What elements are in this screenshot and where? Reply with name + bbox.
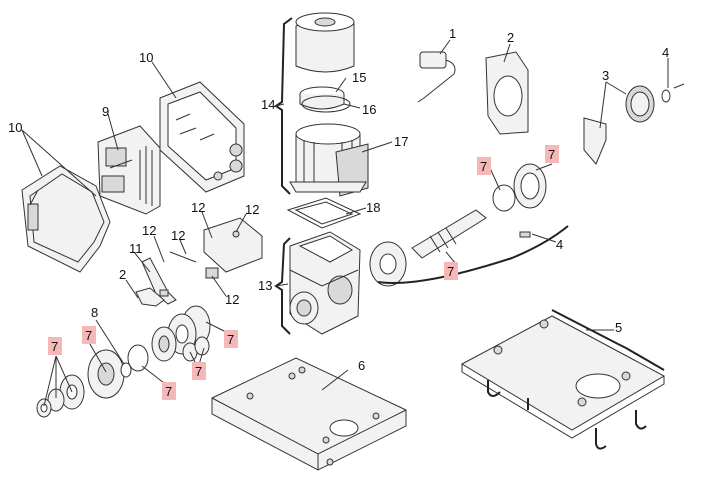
- label-7-ring: 7: [227, 332, 234, 347]
- label-11: 11: [129, 241, 143, 256]
- washer-set-7: [36, 374, 85, 418]
- highlight-7h: [444, 262, 458, 280]
- label-12-plate: 12: [191, 200, 205, 215]
- label-1: 1: [449, 26, 456, 41]
- highlight-7d: [192, 362, 206, 380]
- label-12-clip: 12: [225, 292, 239, 307]
- pin: [169, 251, 197, 263]
- label-7-bearings: 7: [195, 364, 202, 379]
- label-10-top: 10: [139, 50, 153, 65]
- label-9: 9: [102, 104, 109, 119]
- flange-8: [87, 349, 132, 399]
- highlight-7e: [224, 330, 238, 348]
- label-12-lever: 12: [142, 223, 156, 238]
- foundation-plate-5: [460, 315, 666, 450]
- circuit-board: [97, 125, 161, 215]
- label-6: 6: [358, 358, 365, 373]
- label-2-right: 2: [507, 30, 514, 45]
- label-7-flange: 7: [85, 328, 92, 343]
- label-5: 5: [615, 320, 622, 335]
- label-7-washers: 7: [51, 339, 58, 354]
- label-7-seal-right: 7: [480, 159, 487, 174]
- label-18: 18: [366, 200, 380, 215]
- motor-cover-14: [295, 12, 355, 73]
- key-4: [519, 231, 531, 238]
- washer-4-top: [661, 83, 685, 103]
- label-12-screw: 12: [245, 202, 259, 217]
- bracket-plate: [203, 217, 263, 279]
- label-12-pin: 12: [171, 228, 185, 243]
- label-8: 8: [91, 305, 98, 320]
- label-4-top: 4: [662, 45, 669, 60]
- highlight-7f: [477, 157, 491, 175]
- label-16: 16: [362, 102, 376, 117]
- label-15: 15: [352, 70, 366, 85]
- electrical-box: [159, 81, 245, 193]
- highlight-7a: [48, 337, 62, 355]
- control-box-cover: [21, 165, 111, 273]
- bracket-2-left: [135, 287, 169, 307]
- pinion-3: [583, 85, 655, 165]
- label-13: 13: [258, 278, 272, 293]
- label-7-bearing-right: 7: [548, 147, 555, 162]
- highlight-7g: [545, 145, 559, 163]
- bracket-2-right: [485, 51, 529, 135]
- seal-ring: [127, 344, 149, 372]
- motor-17: [289, 123, 369, 197]
- bearing-7: [492, 163, 547, 212]
- highlight-7c: [162, 382, 176, 400]
- cam-disc: [369, 241, 407, 287]
- bracket-5: [551, 309, 665, 371]
- limit-switch-1: [417, 51, 456, 103]
- bracket-group-right: [377, 225, 569, 284]
- gasket-18: [286, 197, 362, 229]
- bracket-14: [274, 17, 293, 195]
- label-14: 14: [261, 97, 275, 112]
- leader-lines: [21, 39, 669, 407]
- highlight-7b: [82, 326, 96, 344]
- output-shaft: [411, 209, 487, 259]
- gasket-16: [301, 95, 351, 113]
- base-plate-6: [211, 357, 407, 471]
- label-17: 17: [394, 134, 408, 149]
- gearbox-13: [289, 231, 361, 335]
- label-7-seal: 7: [165, 384, 172, 399]
- label-2-left: 2: [119, 267, 126, 282]
- bearing-stack: [151, 305, 211, 362]
- label-3: 3: [602, 68, 609, 83]
- label-4-key: 4: [556, 237, 563, 252]
- label-7-shaft: 7: [447, 264, 454, 279]
- label-10-left: 10: [8, 120, 22, 135]
